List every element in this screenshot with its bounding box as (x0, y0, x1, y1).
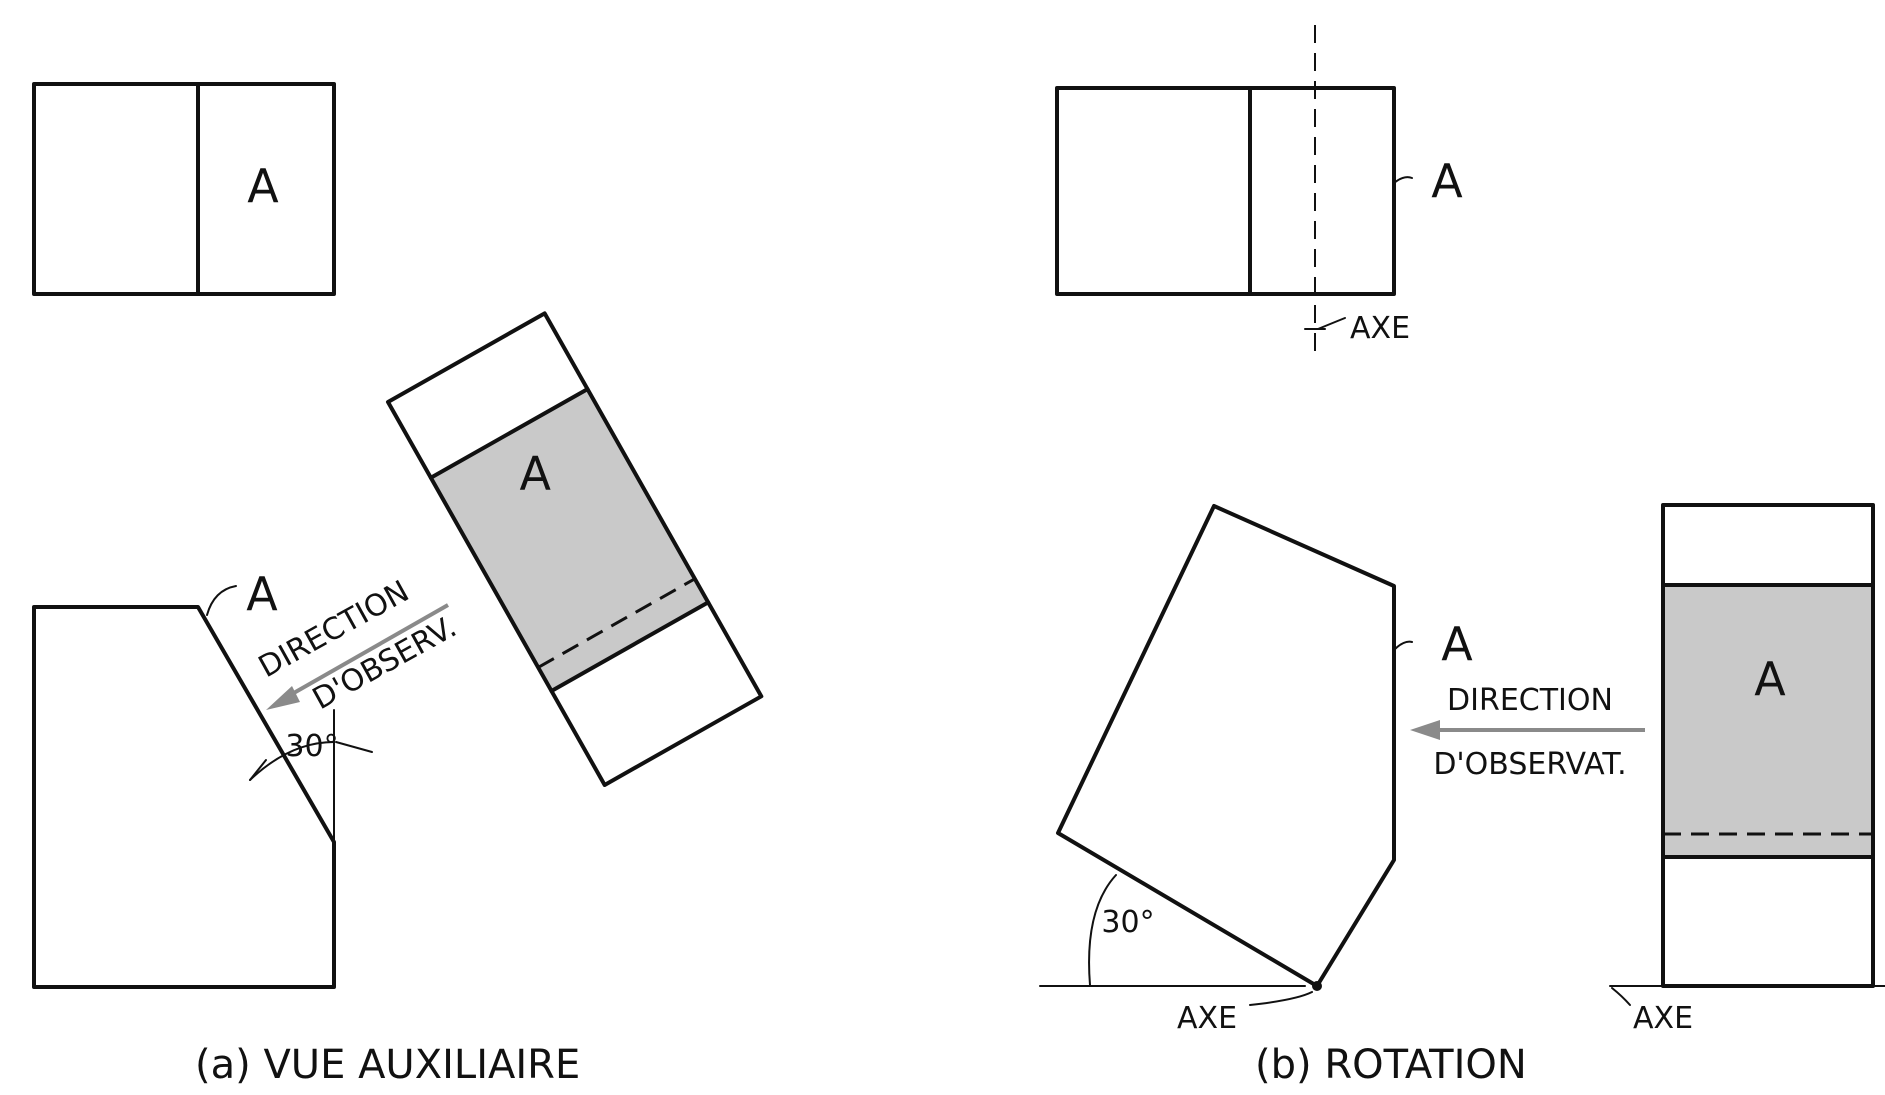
panel-b: A AXE A 30° AXE DIRECTION D'OBSERVAT. (1039, 25, 1885, 1088)
caption-b: (b) ROTATION (1255, 1042, 1527, 1088)
a-aux-shaded-face (430, 389, 709, 691)
b-aux-face-label: A (1754, 652, 1786, 706)
b-angle-arc (1088, 874, 1117, 986)
caption-a: (a) VUE AUXILIAIRE (195, 1042, 580, 1088)
b-angle-label: 30° (1101, 905, 1154, 940)
b-axis-point (1312, 981, 1322, 991)
b-direction-label: DIRECTION (1447, 683, 1613, 718)
a-angle-arc (249, 741, 335, 781)
a-front-view: A 30° (32, 567, 373, 989)
b-observation-label: D'OBSERVAT. (1433, 747, 1626, 782)
b-direction-arrow: DIRECTION D'OBSERVAT. (1410, 683, 1645, 782)
b-front-face-label: A (1441, 617, 1473, 671)
a-direction-arrow-head (266, 686, 300, 710)
b-direction-arrow-head (1410, 720, 1440, 740)
b-aux-shaded-face (1663, 585, 1873, 857)
b-axe-leader (1249, 991, 1313, 1006)
a-front-face-label: A (246, 567, 278, 621)
a-aux-lower-edge (549, 600, 711, 693)
panel-a: A A 30° DIRECTION D'OBSERV. (32, 82, 764, 1088)
b-aux-axis-label: AXE (1633, 1001, 1693, 1036)
b-auxiliary-view: A AXE (1609, 503, 1885, 1036)
b-front-axis-label: AXE (1177, 1001, 1237, 1036)
b-rotated-outline (1056, 504, 1396, 988)
a-angle-arrow-left (249, 759, 267, 781)
b-rotated-front-view: A 30° AXE (1039, 504, 1473, 1036)
a-top-face-label: A (247, 159, 279, 213)
b-front-face-leader (1393, 640, 1413, 651)
b-top-face-leader (1393, 176, 1413, 184)
a-angle-label: 30° (285, 729, 338, 764)
a-angle-arrow-right (335, 741, 373, 753)
b-top-view-outline (1055, 86, 1396, 296)
a-face-leader (206, 585, 237, 616)
b-aux-axe-leader (1611, 987, 1631, 1006)
b-top-face-label: A (1431, 154, 1463, 208)
a-direction-arrow: DIRECTION D'OBSERV. (253, 574, 463, 717)
a-top-view: A (32, 82, 336, 296)
a-auxiliary-view: A (386, 311, 764, 787)
a-top-view-outline (32, 82, 336, 296)
a-aux-face-label: A (520, 447, 552, 501)
a-front-view-outline (32, 605, 336, 989)
b-axis-leader (1317, 317, 1346, 330)
a-aux-outline (386, 311, 764, 787)
a-aux-upper-edge (428, 387, 590, 480)
b-top-view: A AXE (1055, 25, 1463, 355)
b-top-axis-label: AXE (1350, 311, 1410, 346)
a-aux-hidden-line (537, 577, 696, 669)
b-aux-outline (1661, 503, 1875, 988)
a-direction-arrow-shaft (284, 603, 449, 700)
